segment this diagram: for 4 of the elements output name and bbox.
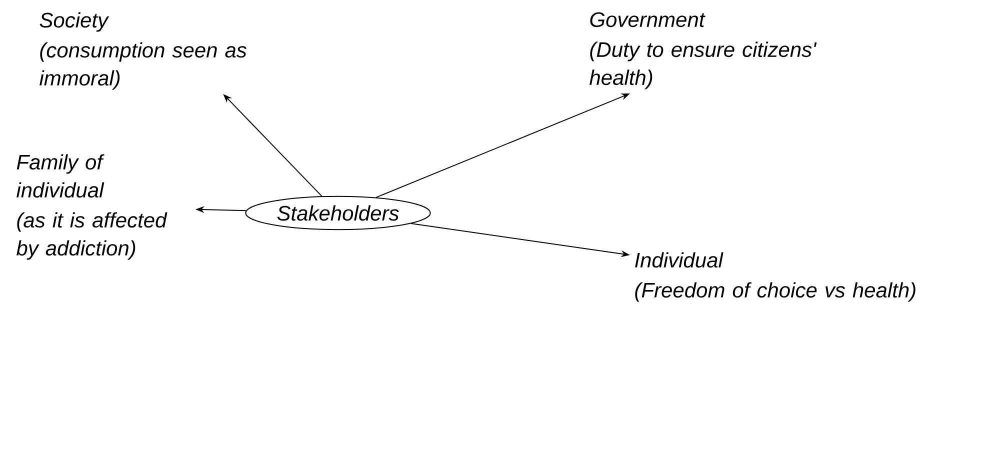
stakeholder-note: Society (consumption seen as immoral) bbox=[40, 12, 246, 90]
stakeholder-note: Individual (Freedom of choice vs health) bbox=[635, 252, 916, 302]
stakeholder-note: Family of individual (as it is affected by addiction) bbox=[16, 154, 168, 260]
stakeholder-note: Government (Duty to ensure citizens' health) bbox=[590, 12, 817, 90]
